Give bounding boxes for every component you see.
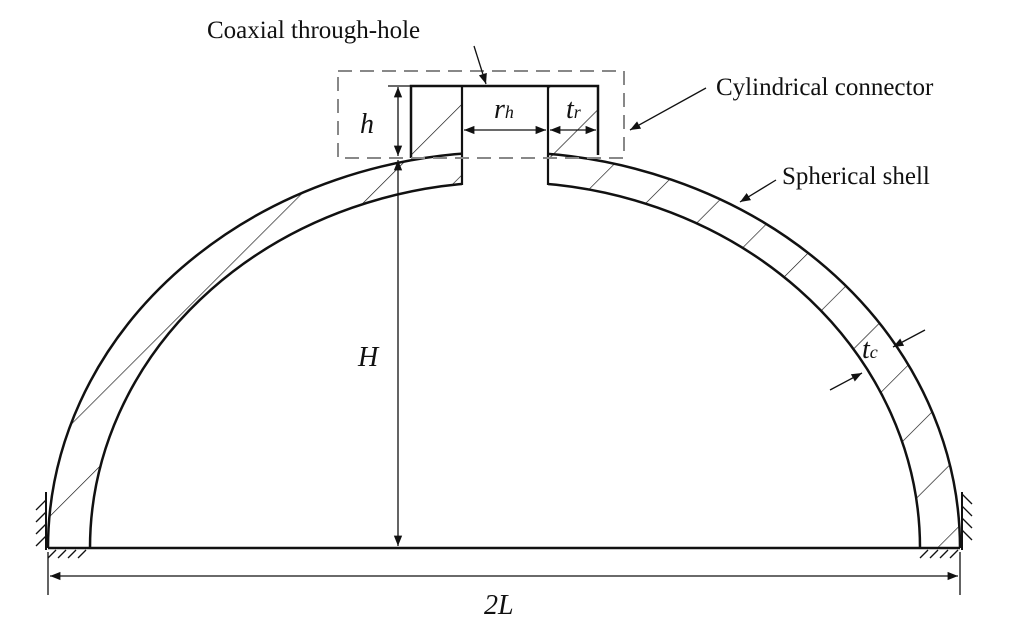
dim-h: h (360, 109, 374, 140)
dim-2L: 2L (484, 590, 514, 621)
through-hole-label: Coaxial through-hole (207, 17, 420, 44)
spherical-shell (46, 150, 962, 549)
cylindrical-connector (409, 84, 600, 186)
dimension-lines (47, 45, 961, 595)
connector-highlight-box (337, 70, 625, 159)
dim-tc: tc (862, 334, 878, 365)
connector-label: Cylindrical connector (716, 74, 934, 101)
dim-H: H (357, 342, 380, 373)
dim-rh: rh (494, 94, 514, 125)
shell-label: Spherical shell (782, 163, 930, 190)
base-and-supports (35, 492, 973, 559)
dim-tr: tr (566, 94, 582, 125)
